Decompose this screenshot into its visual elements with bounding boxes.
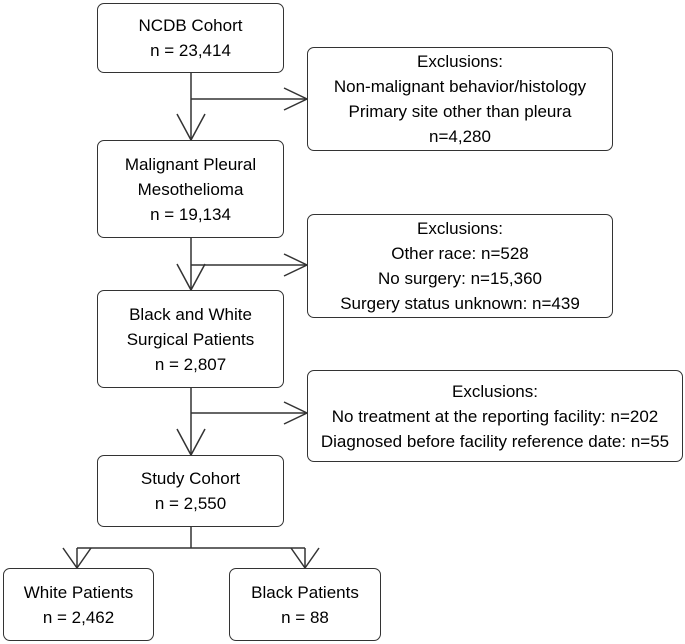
exclusions-1-item-1: Non-malignant behavior/histology xyxy=(333,77,587,96)
mpm-title-line-2: Mesothelioma xyxy=(137,179,244,199)
exclusions-box-3: Exclusions: No treatment at the reportin… xyxy=(307,370,683,462)
exclusions-2-item-2: No surgery: n=15,360 xyxy=(378,269,542,288)
exclusions-3-item-2: Diagnosed before facility reference date… xyxy=(320,431,670,451)
ncdb-cohort-box: NCDB Cohort n = 23,414 xyxy=(97,3,284,73)
exclusions-2-item-3: Surgery status unknown: n=439 xyxy=(340,294,580,313)
bw-title-line-2: Surgical Patients xyxy=(126,329,255,349)
exclusions-box-2: Exclusions: Other race: n=528 No surgery… xyxy=(307,214,613,318)
white-patients-box: White Patients n = 2,462 xyxy=(3,568,154,641)
exclusions-3-item-1: No treatment at the reporting facility: … xyxy=(331,406,659,426)
study-cohort-title: Study Cohort xyxy=(140,469,241,488)
exclusions-3-title: Exclusions: xyxy=(452,381,538,401)
black-patients-title: Black Patients xyxy=(251,582,359,602)
mpm-count: n = 19,134 xyxy=(150,204,231,224)
bw-title-line-1: Black and White xyxy=(129,304,252,324)
exclusions-1-title: Exclusions: xyxy=(417,52,503,71)
exclusions-1-count: n=4,280 xyxy=(429,127,491,146)
ncdb-cohort-count: n = 23,414 xyxy=(150,41,231,60)
exclusions-box-1: Exclusions: Non-malignant behavior/histo… xyxy=(307,47,613,151)
malignant-pleural-mesothelioma-box: Malignant Pleural Mesothelioma n = 19,13… xyxy=(97,140,284,238)
white-patients-title: White Patients xyxy=(23,582,134,602)
study-cohort-count: n = 2,550 xyxy=(154,494,227,513)
black-patients-count: n = 88 xyxy=(281,607,329,627)
study-cohort-box: Study Cohort n = 2,550 xyxy=(97,455,284,527)
black-patients-box: Black Patients n = 88 xyxy=(229,568,381,641)
ncdb-cohort-title: NCDB Cohort xyxy=(138,16,243,35)
white-patients-count: n = 2,462 xyxy=(42,607,115,627)
exclusions-2-item-1: Other race: n=528 xyxy=(391,244,529,263)
exclusions-2-title: Exclusions: xyxy=(417,219,503,238)
black-white-surgical-box: Black and White Surgical Patients n = 2,… xyxy=(97,290,284,388)
exclusions-1-item-2: Primary site other than pleura xyxy=(348,102,572,121)
bw-count: n = 2,807 xyxy=(154,354,227,374)
mpm-title-line-1: Malignant Pleural xyxy=(124,154,257,174)
